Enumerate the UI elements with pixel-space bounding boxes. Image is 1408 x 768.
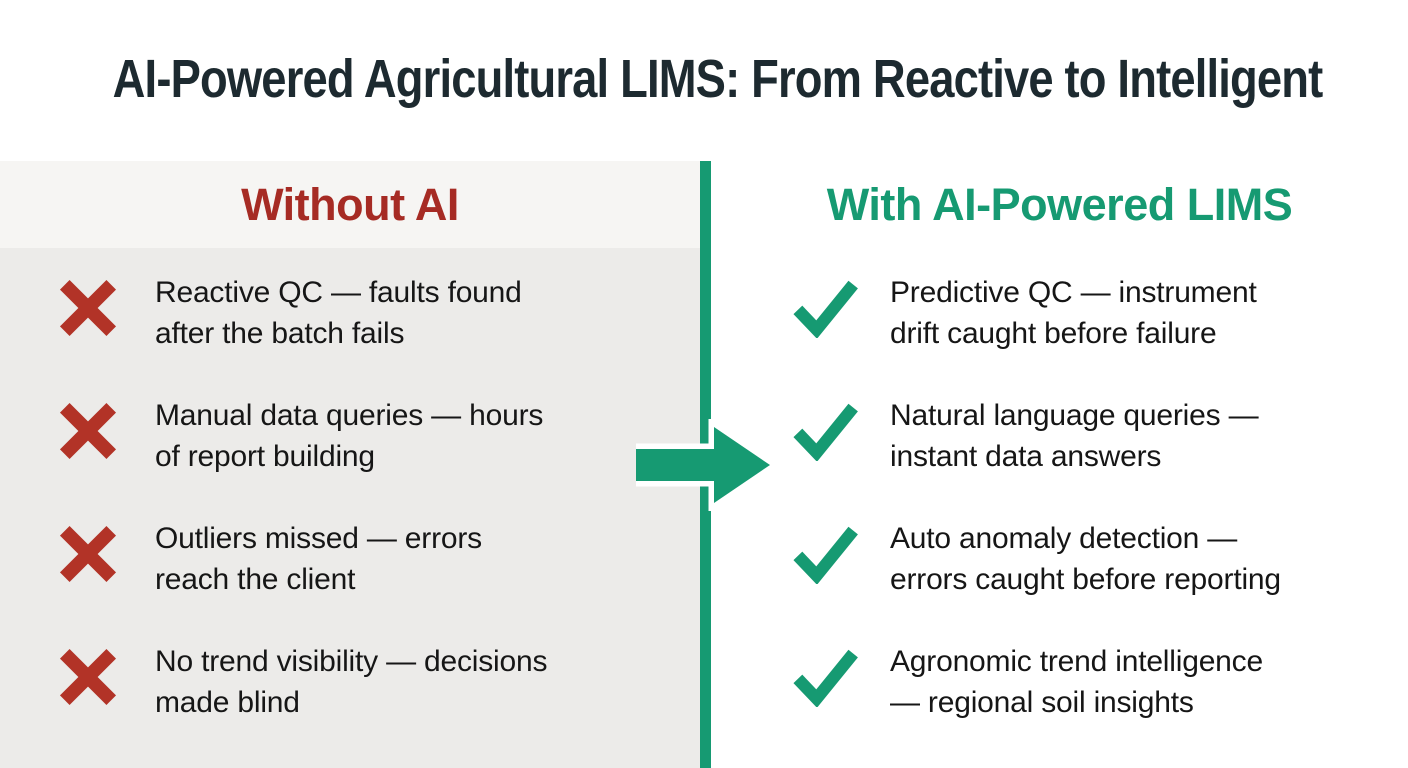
left-header-band: Without AI (0, 161, 700, 248)
right-item-list: Predictive QC — instrument drift caught … (711, 248, 1408, 723)
x-icon (58, 401, 120, 466)
list-item: Manual data queries — hours of report bu… (0, 395, 700, 477)
item-text: Manual data queries — hours of report bu… (155, 399, 544, 473)
check-icon (793, 401, 863, 466)
x-icon (58, 278, 120, 343)
list-item: Agronomic trend intelligence — regional … (711, 641, 1408, 723)
comparison-panel: Without AI Reactive QC — faults found af… (0, 161, 1408, 768)
list-item: Predictive QC — instrument drift caught … (711, 272, 1408, 354)
list-item: No trend visibility — decisions made bli… (0, 641, 700, 723)
item-text: Auto anomaly detection — errors caught b… (890, 522, 1281, 596)
item-text: Agronomic trend intelligence — regional … (890, 645, 1263, 719)
check-icon (793, 647, 863, 712)
right-column-title: With AI-Powered LIMS (826, 178, 1293, 230)
item-text: Natural language queries — instant data … (890, 399, 1259, 473)
column-with-ai: With AI-Powered LIMS Predictive QC — ins… (711, 161, 1408, 768)
check-icon (793, 278, 863, 343)
item-text: Predictive QC — instrument drift caught … (890, 276, 1257, 350)
list-item: Natural language queries — instant data … (711, 395, 1408, 477)
list-item: Auto anomaly detection — errors caught b… (711, 518, 1408, 600)
left-item-list: Reactive QC — faults found after the bat… (0, 248, 700, 723)
list-item: Outliers missed — errors reach the clien… (0, 518, 700, 600)
left-column-title: Without AI (241, 178, 459, 230)
check-icon (793, 524, 863, 589)
item-text: No trend visibility — decisions made bli… (155, 645, 548, 719)
item-text: Outliers missed — errors reach the clien… (155, 522, 482, 596)
list-item: Reactive QC — faults found after the bat… (0, 272, 700, 354)
column-without-ai: Without AI Reactive QC — faults found af… (0, 161, 700, 768)
x-icon (58, 647, 120, 712)
item-text: Reactive QC — faults found after the bat… (155, 276, 522, 350)
right-header-band: With AI-Powered LIMS (711, 161, 1408, 248)
page-title: AI-Powered Agricultural LIMS: From React… (112, 49, 1324, 109)
x-icon (58, 524, 120, 589)
arrow-right-icon (636, 419, 776, 511)
